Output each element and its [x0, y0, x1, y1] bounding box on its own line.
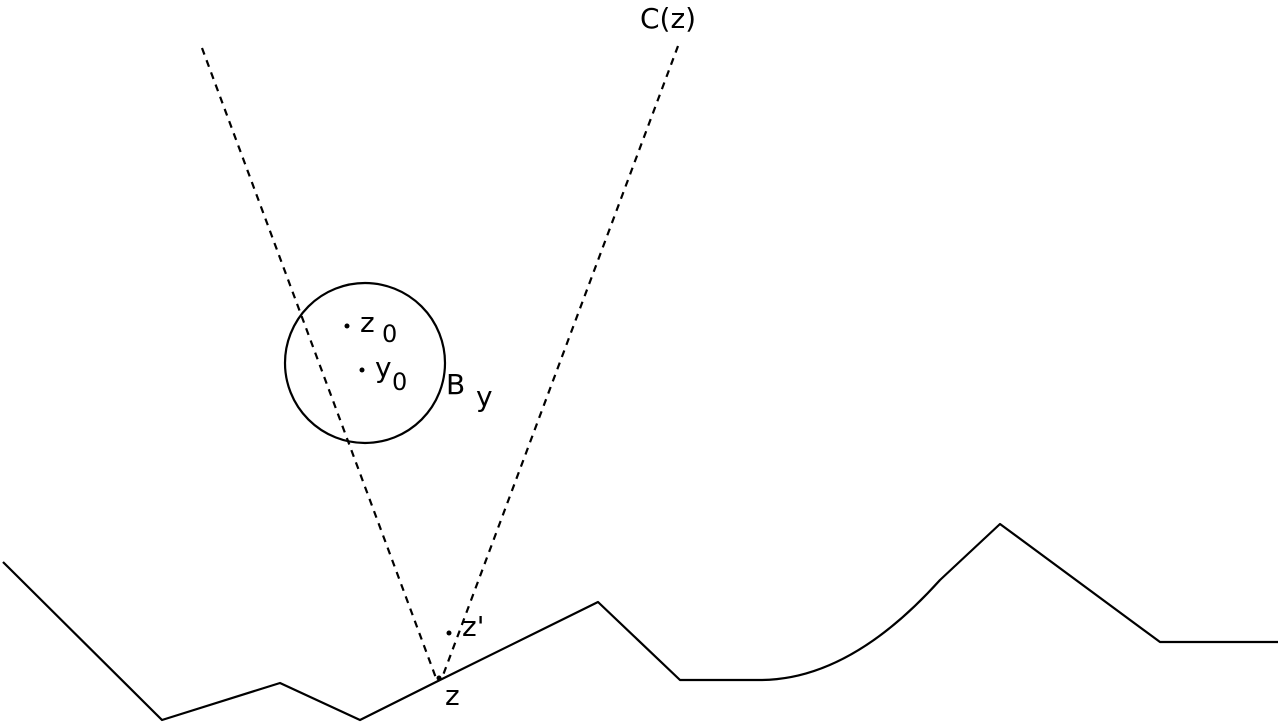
z-label: z [445, 679, 460, 712]
cone-right-boundary [440, 45, 680, 679]
y0-label: y [375, 351, 392, 384]
point-z [436, 675, 442, 681]
ball-subscript: y [476, 380, 493, 413]
point-y0 [359, 367, 365, 373]
ball-circle [283, 281, 447, 445]
point-z0 [344, 323, 350, 329]
z0-label: z [360, 306, 375, 339]
y0-subscript: 0 [392, 368, 407, 396]
z0-subscript: 0 [382, 320, 397, 348]
boundary-curve [2, 522, 1278, 722]
z-prime-label: z' [462, 610, 484, 643]
point-z-prime [446, 630, 452, 636]
cone-label: C(z) [640, 2, 696, 35]
ball-label: B [446, 368, 465, 401]
cone-left-boundary [200, 47, 438, 679]
